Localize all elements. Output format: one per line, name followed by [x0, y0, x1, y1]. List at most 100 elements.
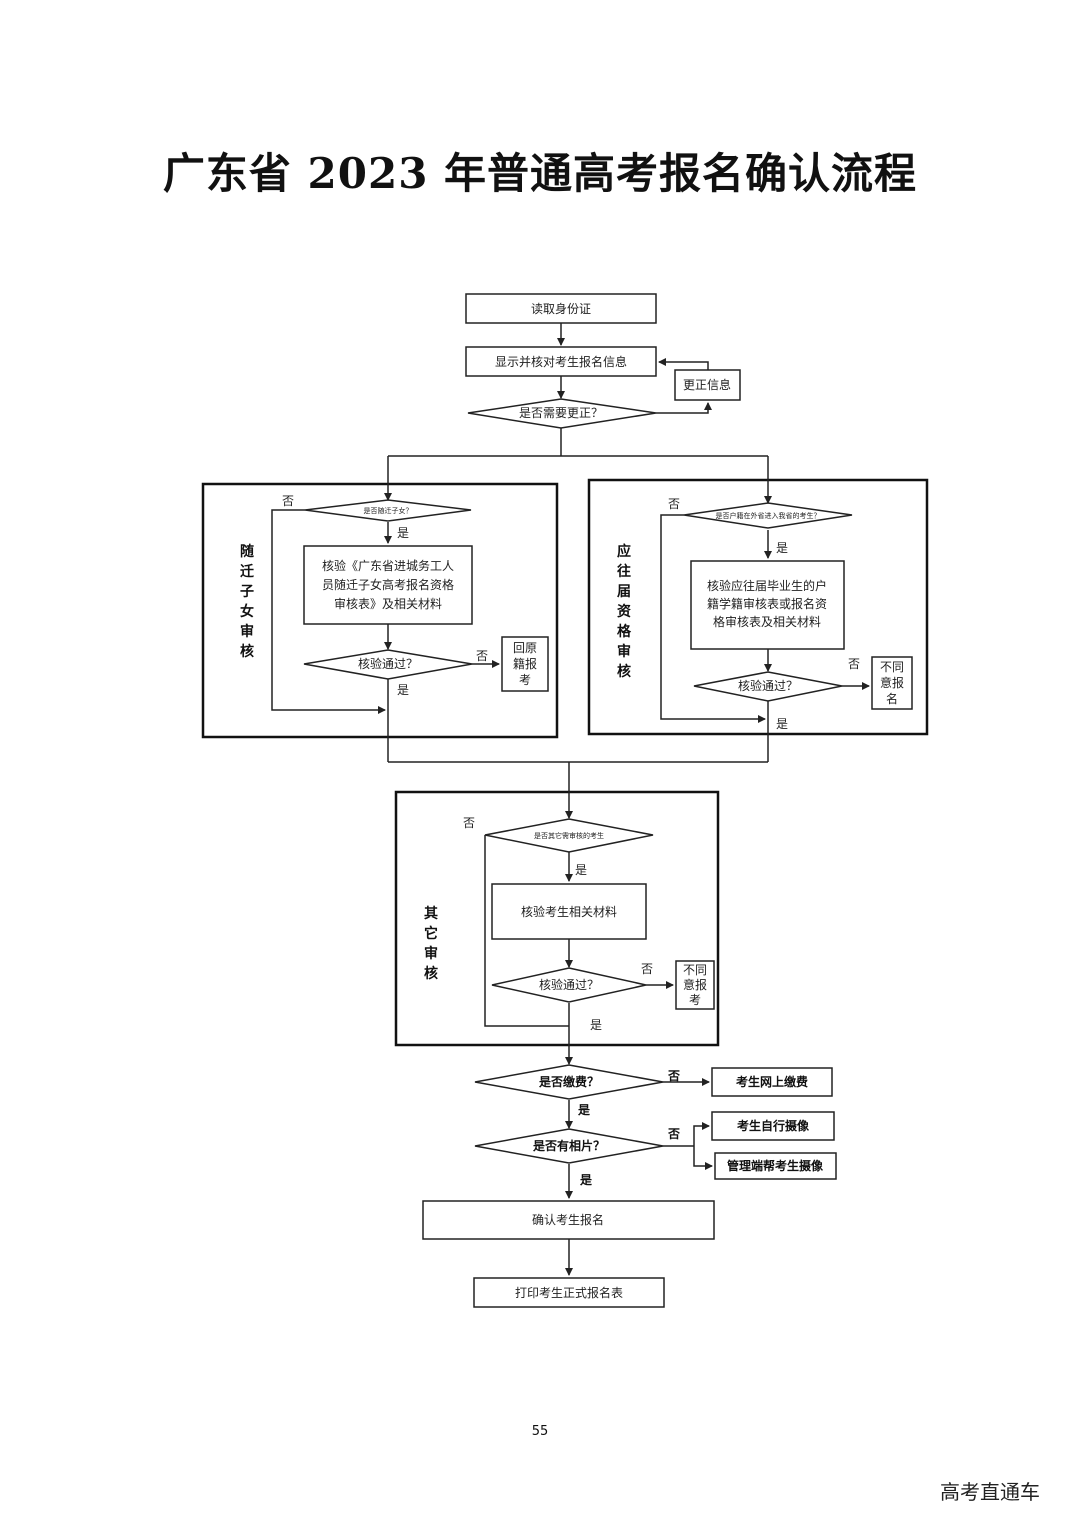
graduate-review-frame — [587, 478, 929, 736]
svg-text:否: 否 — [476, 649, 488, 663]
svg-text:届: 届 — [617, 584, 631, 600]
svg-text:核验《广东省进城务工人: 核验《广东省进城务工人 — [322, 558, 454, 573]
graduate-section-label: 应 往 届 资 格 审 核 — [617, 543, 632, 680]
other-pass-decision: 核验通过？ — [491, 967, 647, 1003]
svg-text:否: 否 — [668, 497, 680, 511]
svg-text:否: 否 — [667, 1069, 680, 1083]
svg-text:是: 是 — [579, 1173, 593, 1187]
read-id-node: 读取身份证 — [465, 293, 657, 324]
svg-text:是否需要更正？: 是否需要更正？ — [519, 406, 603, 420]
print-node: 打印考生正式报名表 — [473, 1277, 665, 1308]
svg-text:是: 是 — [577, 1103, 591, 1117]
svg-text:籍报: 籍报 — [513, 656, 537, 671]
graduate-reject-node: 不同 意报 名 — [871, 656, 913, 710]
svg-text:是: 是 — [590, 1018, 602, 1032]
correct-info-node: 更正信息 — [674, 369, 741, 401]
svg-text:是: 是 — [397, 683, 409, 697]
migrant-verify-node: 核验《广东省进城务工人 员随迁子女高考报名资格 审核表》及相关材料 — [303, 545, 473, 625]
svg-text:资: 资 — [617, 603, 631, 620]
page-number: 55 — [531, 1424, 549, 1439]
svg-text:迁: 迁 — [240, 563, 254, 580]
svg-text:核验通过？: 核验通过？ — [738, 678, 798, 693]
graduate-verify-node: 核验应往届毕业生的户 籍学籍审核表或报名资 格审核表及相关材料 — [690, 560, 845, 650]
svg-text:确认考生报名: 确认考生报名 — [532, 1212, 604, 1227]
other-review-frame — [394, 790, 720, 1047]
svg-text:名: 名 — [886, 691, 898, 706]
svg-text:它: 它 — [424, 925, 438, 942]
svg-text:审: 审 — [240, 623, 254, 640]
svg-text:女: 女 — [240, 603, 254, 620]
svg-text:核: 核 — [240, 643, 254, 660]
migrant-section-label: 随 迁 子 女 审 核 — [240, 543, 254, 660]
need-correct-decision: 是否需要更正？ — [467, 398, 657, 429]
return-home-node: 回原 籍报 考 — [501, 636, 549, 692]
svg-text:否: 否 — [282, 494, 294, 508]
migrant-decision: 是否随迁子女？ — [304, 499, 472, 522]
show-info-node: 显示并核对考生报名信息 — [465, 346, 657, 377]
svg-text:审核表》及相关材料: 审核表》及相关材料 — [334, 596, 442, 611]
edge-labels: 否 是 否 是 否 是 否 是 否 是 否 是 否 是 否 是 — [282, 494, 860, 1187]
svg-text:其: 其 — [424, 906, 438, 922]
svg-text:考: 考 — [689, 993, 701, 1007]
other-reject-node: 不同 意报 考 — [675, 960, 715, 1010]
svg-text:否: 否 — [667, 1127, 680, 1141]
svg-text:否: 否 — [848, 657, 860, 671]
svg-text:读取身份证: 读取身份证 — [531, 301, 591, 316]
watermark: 高考直通车 — [940, 1480, 1040, 1504]
svg-text:子: 子 — [240, 584, 254, 600]
svg-text:考生自行摄像: 考生自行摄像 — [737, 1118, 810, 1133]
svg-text:是否有相片？: 是否有相片？ — [532, 1138, 605, 1153]
svg-text:是: 是 — [397, 526, 409, 540]
svg-text:核验通过？: 核验通过？ — [539, 977, 599, 992]
svg-text:格: 格 — [617, 623, 632, 640]
photo-decision: 是否有相片？ — [474, 1128, 664, 1164]
pay-online-node: 考生网上缴费 — [711, 1067, 833, 1097]
svg-text:应: 应 — [617, 543, 631, 560]
graduate-decision: 是否户籍在外省进入我省的考生？ — [683, 502, 853, 529]
confirm-node: 确认考生报名 — [422, 1200, 715, 1240]
page-title: 广东省 2023 年普通高考报名确认流程 — [162, 149, 918, 198]
svg-text:否: 否 — [641, 962, 653, 976]
svg-text:核: 核 — [617, 663, 631, 680]
svg-text:意报: 意报 — [880, 675, 904, 690]
edges — [271, 323, 870, 1276]
svg-text:审: 审 — [617, 643, 631, 660]
svg-text:考: 考 — [519, 673, 531, 687]
svg-text:不同: 不同 — [683, 963, 707, 977]
svg-text:是否缴费？: 是否缴费？ — [538, 1074, 599, 1089]
svg-text:格审核表及相关材料: 格审核表及相关材料 — [713, 614, 821, 629]
svg-text:是: 是 — [776, 541, 788, 555]
other-decision: 是否其它需审核的考生 — [484, 818, 654, 853]
svg-text:管理端帮考生摄像: 管理端帮考生摄像 — [727, 1158, 824, 1173]
paid-decision: 是否缴费？ — [474, 1064, 664, 1100]
svg-text:否: 否 — [463, 816, 475, 830]
svg-text:是否户籍在外省进入我省的考生？: 是否户籍在外省进入我省的考生？ — [716, 511, 821, 520]
other-verify-node: 核验考生相关材料 — [491, 883, 647, 940]
svg-text:更正信息: 更正信息 — [683, 377, 731, 392]
svg-text:核: 核 — [424, 965, 438, 982]
svg-text:核验应往届毕业生的户: 核验应往届毕业生的户 — [707, 578, 827, 593]
svg-text:随: 随 — [240, 543, 254, 560]
svg-text:显示并核对考生报名信息: 显示并核对考生报名信息 — [495, 354, 627, 369]
svg-text:意报: 意报 — [683, 977, 707, 992]
svg-text:回原: 回原 — [513, 641, 537, 655]
svg-text:员随迁子女高考报名资格: 员随迁子女高考报名资格 — [322, 577, 454, 592]
svg-text:核验通过？: 核验通过？ — [358, 656, 418, 671]
migrant-pass-decision: 核验通过？ — [303, 649, 473, 680]
self-photo-node: 考生自行摄像 — [711, 1111, 835, 1141]
svg-text:是否其它需审核的考生: 是否其它需审核的考生 — [534, 831, 604, 840]
graduate-pass-decision: 核验通过？ — [693, 671, 843, 702]
other-section-label: 其 它 审 核 — [424, 906, 438, 982]
svg-text:是: 是 — [776, 717, 788, 731]
svg-text:核验考生相关材料: 核验考生相关材料 — [521, 904, 617, 919]
svg-text:籍学籍审核表或报名资: 籍学籍审核表或报名资 — [707, 596, 827, 611]
svg-text:审: 审 — [424, 945, 438, 962]
admin-photo-node: 管理端帮考生摄像 — [714, 1152, 837, 1180]
svg-text:考生网上缴费: 考生网上缴费 — [736, 1074, 808, 1089]
svg-text:是: 是 — [575, 863, 587, 877]
svg-text:是否随迁子女？: 是否随迁子女？ — [364, 506, 413, 515]
svg-text:打印考生正式报名表: 打印考生正式报名表 — [515, 1285, 623, 1300]
migrant-review-frame — [201, 482, 559, 739]
svg-text:不同: 不同 — [880, 660, 904, 674]
